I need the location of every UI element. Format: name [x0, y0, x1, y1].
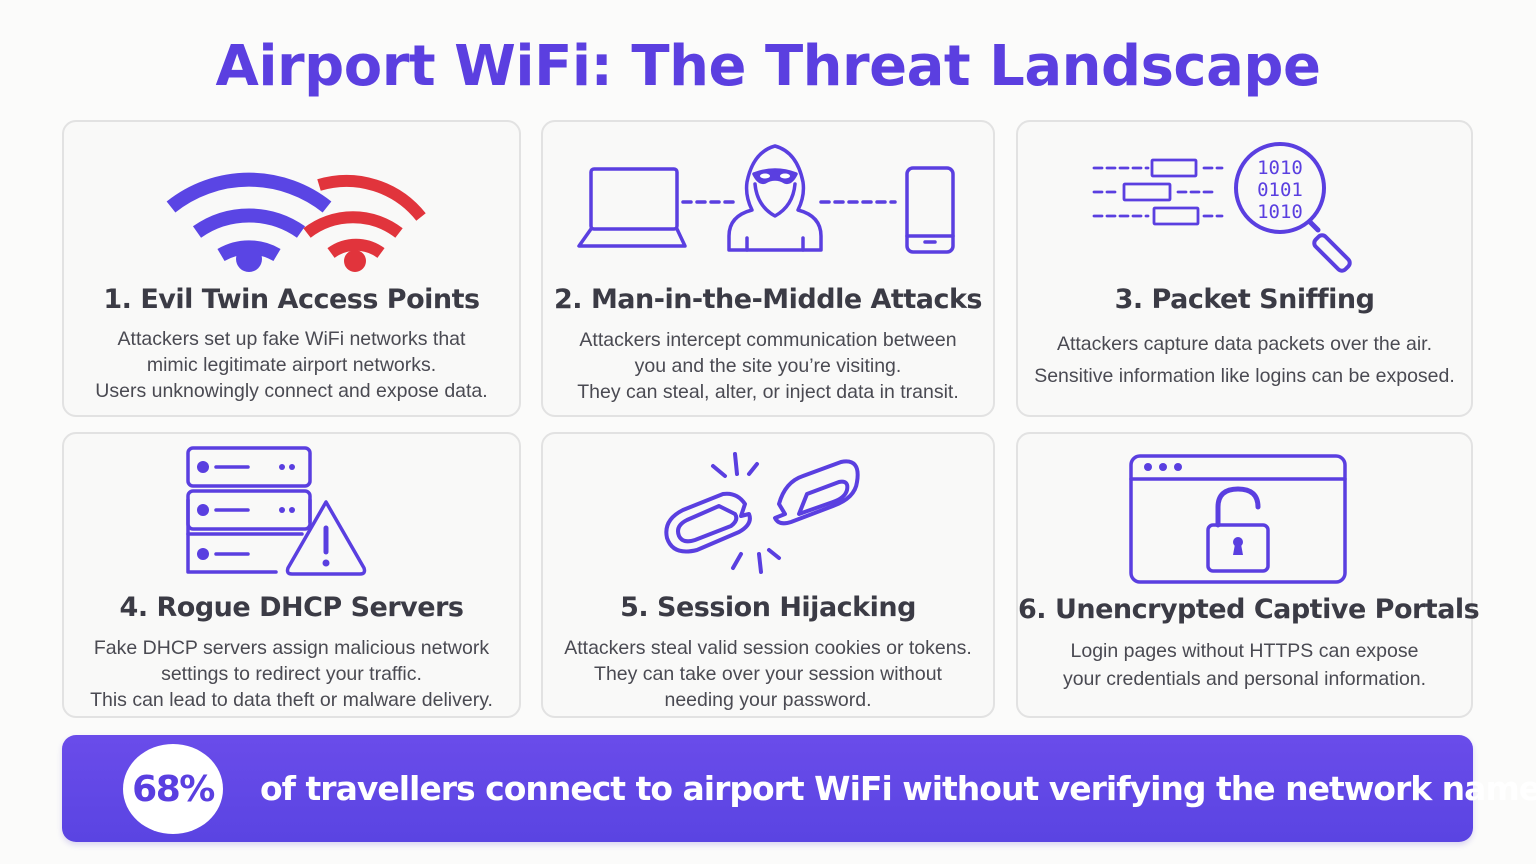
- wifi-twin-icon: [166, 172, 426, 272]
- description-line: Fake DHCP servers assign malicious netwo…: [93, 637, 490, 659]
- description-line: mimic legitimate airport networks.: [146, 354, 437, 376]
- threat-title: 6. Unencrypted Captive Portals: [1018, 594, 1480, 625]
- description-line: your credentials and personal informatio…: [1062, 668, 1427, 690]
- threat-card-packet-sniffing: 1010 0101 1010 3. Packet Sniffing Attack…: [1016, 120, 1473, 417]
- description-line: They can steal, alter, or inject data in…: [577, 381, 959, 403]
- threat-description: Attackers set up fake WiFi networks that…: [64, 326, 519, 404]
- page-title: Airport WiFi: The Threat Landscape: [215, 34, 1321, 99]
- description-line: Sensitive information like logins can be…: [1034, 365, 1455, 387]
- laptop-icon: [589, 167, 679, 231]
- threat-description: Login pages without HTTPS can expose you…: [1018, 637, 1471, 693]
- browser-unlocked-padlock-icon: [1129, 454, 1347, 584]
- threat-card-man-in-the-middle: 2. Man-in-the-Middle Attacks Attackers i…: [541, 120, 995, 417]
- packet-sniffing-magnifier-icon: 1010 0101 1010: [1092, 142, 1352, 273]
- threat-title: 5. Session Hijacking: [620, 592, 916, 623]
- description-line: They can take over your session without: [594, 663, 942, 685]
- description-line: settings to redirect your traffic.: [161, 663, 422, 685]
- description-line: needing your password.: [664, 689, 872, 711]
- threat-description: Attackers steal valid session cookies or…: [543, 635, 993, 713]
- description-line: you and the site you’re visiting.: [634, 355, 902, 377]
- threat-card-captive-portals: 6. Unencrypted Captive Portals Login pag…: [1016, 432, 1480, 718]
- description-line: This can lead to data theft or malware d…: [90, 689, 493, 711]
- threat-title: 3. Packet Sniffing: [1114, 284, 1375, 315]
- description-line: Login pages without HTTPS can expose: [1070, 640, 1419, 662]
- description-line: Attackers capture data packets over the …: [1056, 333, 1433, 355]
- description-line: Attackers steal valid session cookies or…: [564, 637, 972, 659]
- binary-row: 1010: [1257, 201, 1303, 223]
- threat-description: Fake DHCP servers assign malicious netwo…: [64, 635, 519, 713]
- threat-card-rogue-dhcp: 4. Rogue DHCP Servers Fake DHCP servers …: [62, 432, 521, 718]
- man-in-the-middle-icon: [577, 144, 955, 254]
- threat-title: 2. Man-in-the-Middle Attacks: [554, 284, 983, 315]
- stat-description: of travellers connect to airport WiFi wi…: [260, 769, 1536, 808]
- stat-value: 68%: [132, 768, 215, 810]
- statistic-banner: 68% of travellers connect to airport WiF…: [62, 735, 1536, 842]
- server-warning-icon: [186, 446, 367, 576]
- threat-description: Attackers capture data packets over the …: [1018, 328, 1471, 392]
- binary-row: 1010: [1257, 157, 1303, 179]
- stat-badge: 68%: [123, 744, 223, 834]
- smartphone-icon: [905, 166, 955, 254]
- threat-title: 4. Rogue DHCP Servers: [119, 592, 464, 623]
- threat-title: 1. Evil Twin Access Points: [103, 284, 480, 315]
- description-line: Users unknowingly connect and expose dat…: [95, 380, 488, 402]
- threat-description: Attackers intercept communication betwee…: [543, 327, 993, 405]
- broken-link-icon: [664, 452, 860, 574]
- threat-card-session-hijacking: 5. Session Hijacking Attackers steal val…: [541, 432, 995, 718]
- threat-card-evil-twin: 1. Evil Twin Access Points Attackers set…: [62, 120, 521, 417]
- description-line: Attackers set up fake WiFi networks that: [117, 328, 466, 350]
- description-line: Attackers intercept communication betwee…: [579, 329, 957, 351]
- binary-row: 0101: [1257, 179, 1303, 201]
